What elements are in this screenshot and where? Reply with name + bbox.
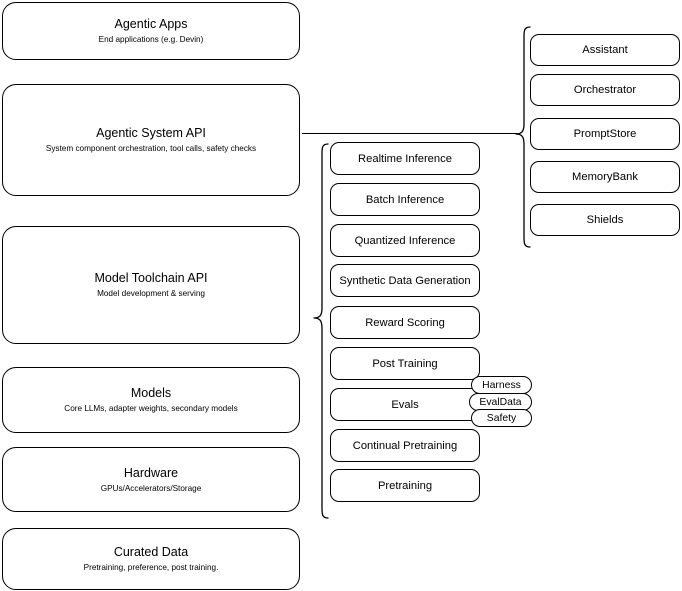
layer-subtitle: Core LLMs, adapter weights, secondary mo… <box>64 404 238 413</box>
system-bracket <box>515 26 531 248</box>
tag-harness[interactable]: Harness <box>471 376 532 394</box>
layer-box-curated-data[interactable]: Curated Data Pretraining, preference, po… <box>2 528 300 590</box>
layer-subtitle: System component orchestration, tool cal… <box>45 144 257 153</box>
layer-title: Agentic Apps <box>114 17 188 31</box>
layer-title: Hardware <box>123 465 179 480</box>
item-promptstore[interactable]: PromptStore <box>530 118 680 150</box>
item-shields[interactable]: Shields <box>530 204 680 236</box>
layer-subtitle: End applications (e.g. Devin) <box>98 35 204 44</box>
item-memorybank[interactable]: MemoryBank <box>530 161 680 193</box>
layer-title: Curated Data <box>113 545 189 559</box>
layer-title: Models <box>130 386 172 400</box>
item-assistant[interactable]: Assistant <box>530 34 680 66</box>
layer-box-agentic-system-api[interactable]: Agentic System API System component orch… <box>2 84 300 196</box>
item-post-training[interactable]: Post Training <box>330 347 480 380</box>
item-synthetic-data-generation[interactable]: Synthetic Data Generation <box>330 264 480 297</box>
layer-subtitle: GPUs/Accelerators/Storage <box>100 483 202 493</box>
item-reward-scoring[interactable]: Reward Scoring <box>330 306 480 339</box>
item-orchestrator[interactable]: Orchestrator <box>530 74 680 106</box>
item-quantized-inference[interactable]: Quantized Inference <box>330 224 480 257</box>
layer-box-hardware[interactable]: Hardware GPUs/Accelerators/Storage <box>2 447 300 512</box>
item-evals[interactable]: Evals <box>330 388 480 421</box>
layer-box-models[interactable]: Models Core LLMs, adapter weights, secon… <box>2 367 300 433</box>
item-batch-inference[interactable]: Batch Inference <box>330 183 480 216</box>
layer-box-agentic-apps[interactable]: Agentic Apps End applications (e.g. Devi… <box>2 2 300 60</box>
layer-title: Model Toolchain API <box>94 271 208 285</box>
item-realtime-inference[interactable]: Realtime Inference <box>330 142 480 175</box>
layer-subtitle: Model development & serving <box>97 289 205 298</box>
item-pretraining[interactable]: Pretraining <box>330 469 480 502</box>
toolchain-bracket <box>313 143 329 519</box>
layer-title: Agentic System API <box>96 126 206 140</box>
item-continual-pretraining[interactable]: Continual Pretraining <box>330 429 480 462</box>
connector-system-api-to-components <box>302 133 518 135</box>
tag-safety[interactable]: Safety <box>471 409 532 427</box>
layer-subtitle: Pretraining, preference, post training. <box>83 563 219 572</box>
layer-box-model-toolchain-api[interactable]: Model Toolchain API Model development & … <box>2 226 300 344</box>
